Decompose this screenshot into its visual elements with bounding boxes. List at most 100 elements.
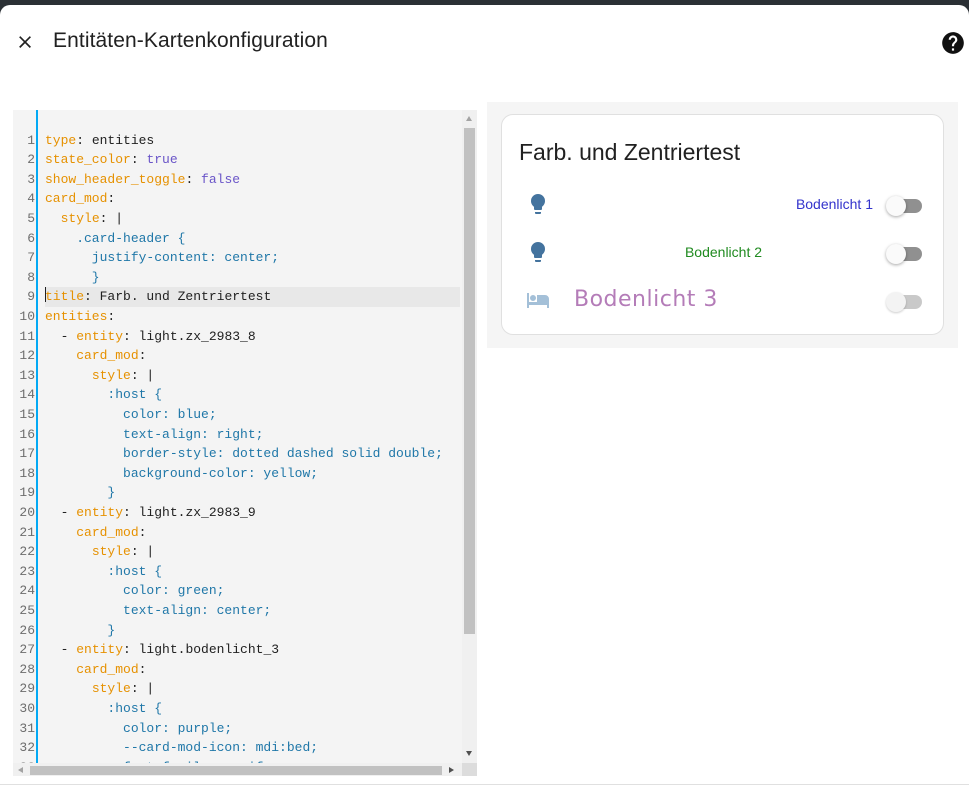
line-number: 28 <box>19 661 35 677</box>
code-line[interactable]: } <box>45 621 115 641</box>
code-token: } <box>45 622 116 638</box>
close-button[interactable] <box>10 27 40 57</box>
line-number: 4 <box>27 191 35 207</box>
close-icon <box>19 36 31 48</box>
code-token: :host { <box>45 387 163 403</box>
code-line[interactable]: card_mod: <box>45 660 146 680</box>
code-line[interactable]: - entity: light.zx_2983_9 <box>45 503 256 523</box>
line-number: 25 <box>19 602 35 618</box>
scroll-down-arrow-icon[interactable] <box>466 751 472 756</box>
code-token: card_mod <box>45 191 108 207</box>
code-token: :host { <box>45 700 163 716</box>
code-line[interactable]: state_color: true <box>45 150 178 170</box>
horizontal-scrollbar[interactable] <box>13 763 462 776</box>
code-token: style <box>91 367 131 383</box>
code-line[interactable]: type: entities <box>45 131 154 151</box>
code-line[interactable]: justify-content: center; <box>45 248 279 268</box>
code-token: : <box>138 661 147 677</box>
horizontal-scroll-thumb[interactable] <box>30 766 442 775</box>
code-line[interactable]: - entity: light.zx_2983_8 <box>45 327 256 347</box>
code-line[interactable]: background-color: yellow; <box>45 464 318 484</box>
code-line[interactable]: show_header_toggle: false <box>45 170 240 190</box>
code-line[interactable]: card_mod: <box>45 189 115 209</box>
code-line[interactable]: text-align: center; <box>45 601 271 621</box>
code-token: entity <box>76 504 124 520</box>
toggle-knob <box>886 244 906 264</box>
code-line[interactable]: color: green; <box>45 581 224 601</box>
code-line[interactable]: :host { <box>45 699 162 719</box>
line-number: 15 <box>19 406 35 422</box>
entity-row-bodenlicht-2[interactable]: Bodenlicht 2 <box>502 230 945 274</box>
code-line[interactable]: style: | <box>45 542 154 562</box>
line-number: 17 <box>19 446 35 462</box>
line-number: 27 <box>19 642 35 658</box>
code-line[interactable]: title: Farb. und Zentriertest <box>45 287 460 307</box>
scroll-right-arrow-icon[interactable] <box>449 767 454 773</box>
code-line[interactable]: style: | <box>45 209 123 229</box>
code-token <box>45 211 61 226</box>
card-title: Farb. und Zentriertest <box>519 139 741 165</box>
entity-name[interactable]: Bodenlicht 3 <box>574 287 718 312</box>
line-number: 24 <box>19 583 35 599</box>
code-line[interactable]: } <box>45 268 100 288</box>
entity-toggle[interactable] <box>886 194 924 216</box>
code-token: style <box>60 210 100 226</box>
entity-name[interactable]: Bodenlicht 1 <box>795 196 873 212</box>
code-token <box>45 348 76 363</box>
code-line[interactable]: color: blue; <box>45 405 217 425</box>
entity-toggle[interactable] <box>886 290 924 312</box>
code-token: justify-content: center; <box>45 250 280 266</box>
code-line[interactable]: color: purple; <box>45 719 232 739</box>
code-token: type <box>45 132 77 148</box>
help-button[interactable] <box>940 30 966 56</box>
code-line[interactable]: text-align: right; <box>45 425 263 445</box>
code-line[interactable]: border-style: dotted dashed solid double… <box>45 444 443 464</box>
code-line[interactable]: --card-mod-icon: mdi:bed; <box>45 738 318 758</box>
vertical-scrollbar[interactable] <box>462 110 477 763</box>
line-number: 16 <box>19 426 35 442</box>
code-line[interactable]: :host { <box>45 562 162 582</box>
code-line[interactable]: entities: <box>45 307 115 327</box>
code-token: color: purple; <box>45 720 233 736</box>
code-token: title <box>45 289 85 305</box>
line-number: 22 <box>19 544 35 560</box>
code-token: --card-mod-icon: mdi:bed; <box>45 740 319 756</box>
code-line[interactable]: - entity: light.bodenlicht_3 <box>45 640 279 660</box>
code-token: - <box>45 328 77 344</box>
line-number: 20 <box>19 504 35 520</box>
line-number: 14 <box>19 387 35 403</box>
code-line[interactable]: card_mod: <box>45 523 146 543</box>
toggle-knob <box>886 196 906 216</box>
code-token: } <box>45 269 100 285</box>
code-token: card_mod <box>76 524 139 540</box>
text-cursor <box>45 287 46 303</box>
scroll-up-arrow-icon[interactable] <box>466 116 472 121</box>
entity-row-bodenlicht-1[interactable]: Bodenlicht 1 <box>502 182 945 226</box>
code-line[interactable]: style: | <box>45 366 154 386</box>
entity-toggle[interactable] <box>886 242 924 264</box>
line-number: 18 <box>19 465 35 481</box>
code-token: false <box>201 171 241 187</box>
code-token: : light.bodenlicht_3 <box>123 642 280 658</box>
code-token: style <box>91 681 131 697</box>
code-line[interactable]: .card-header { <box>45 229 185 249</box>
code-line[interactable]: } <box>45 483 115 503</box>
code-token: true <box>146 152 178 168</box>
code-token <box>45 368 92 383</box>
code-line[interactable]: font-family: serif; <box>45 758 271 763</box>
scroll-left-arrow-icon[interactable] <box>18 767 23 773</box>
code-token: : <box>138 524 147 540</box>
code-line[interactable]: :host { <box>45 385 162 405</box>
entity-name[interactable]: Bodenlicht 2 <box>684 244 763 260</box>
code-line[interactable]: card_mod: <box>45 346 146 366</box>
code-token: : <box>130 152 147 168</box>
code-line[interactable]: style: | <box>45 679 154 699</box>
code-token: entities <box>45 308 108 324</box>
vertical-scroll-thumb[interactable] <box>464 128 475 634</box>
entity-row-bodenlicht-3[interactable]: Bodenlicht 3 <box>502 278 945 322</box>
code-token: style <box>91 544 131 560</box>
